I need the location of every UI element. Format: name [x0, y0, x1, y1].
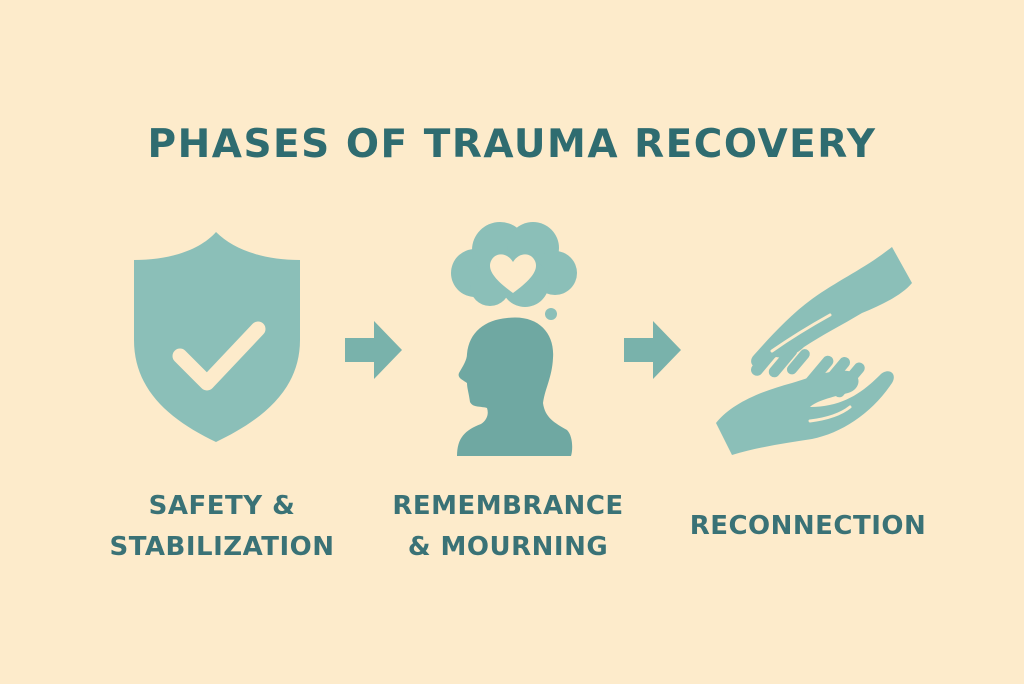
- phase-label-remembrance: REMEMBRANCE & MOURNING: [378, 486, 638, 568]
- head-thought-heart-icon: [451, 222, 577, 456]
- phase-label-line: SAFETY &: [148, 491, 296, 521]
- phase-label-line: REMEMBRANCE: [392, 491, 624, 521]
- phase-label-line: RECONNECTION: [689, 511, 927, 541]
- page-title: PHASES OF TRAUMA RECOVERY: [147, 122, 877, 167]
- phase-label-safety: SAFETY & STABILIZATION: [92, 486, 352, 568]
- phase-label-line: & MOURNING: [407, 532, 609, 562]
- arrow-right-icon: [345, 321, 402, 379]
- hands-reaching-icon: [716, 247, 912, 455]
- arrow-right-icon: [624, 321, 681, 379]
- phase-label-line: STABILIZATION: [109, 532, 335, 562]
- shield-check-icon: [134, 232, 300, 442]
- phase-label-reconnection: RECONNECTION: [678, 506, 938, 547]
